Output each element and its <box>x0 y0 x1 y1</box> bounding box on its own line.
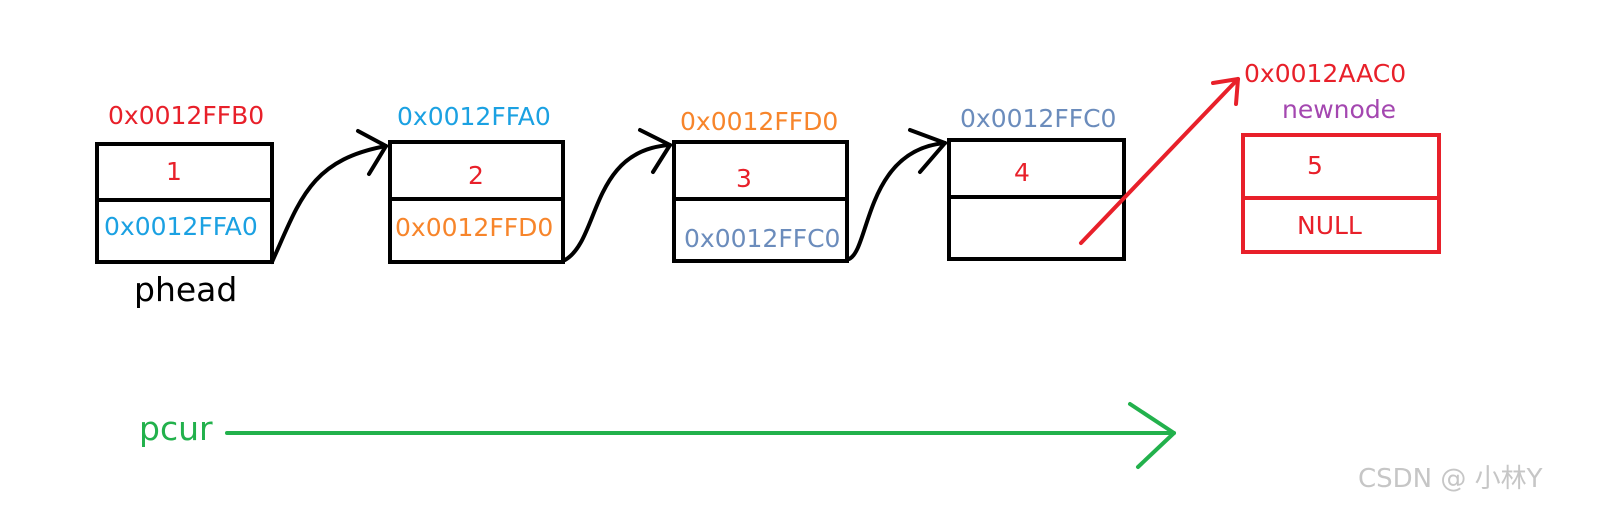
node-2-value: 2 <box>468 161 484 190</box>
node-4-value: 4 <box>1014 158 1030 187</box>
arrowhead-2-3 <box>638 128 672 174</box>
node-1-box <box>95 142 274 264</box>
pcur-arrow <box>225 402 1176 469</box>
pcur-label: pcur <box>139 409 213 448</box>
node-1-next: 0x0012FFA0 <box>104 212 258 241</box>
link-arrow-3-4 <box>847 141 947 261</box>
node-2-box <box>388 140 565 264</box>
node-2-address: 0x0012FFA0 <box>397 102 551 131</box>
link-arrow-2-3 <box>563 143 672 262</box>
newnode-value: 5 <box>1307 151 1323 180</box>
newnode-label: newnode <box>1282 95 1397 124</box>
node-1-address: 0x0012FFB0 <box>108 101 265 130</box>
newnode-next: NULL <box>1297 211 1362 240</box>
node-3-value: 3 <box>736 164 752 193</box>
link-arrow-1-2 <box>270 144 388 264</box>
node-3-next: 0x0012FFC0 <box>684 224 841 253</box>
newnode-box <box>1241 133 1441 254</box>
node-3-address: 0x0012FFD0 <box>680 107 839 136</box>
head-pointer-label: phead <box>134 270 238 309</box>
newnode-address: 0x0012AAC0 <box>1244 59 1407 88</box>
red-link-arrow <box>1079 77 1240 245</box>
node-2-next: 0x0012FFD0 <box>395 213 554 242</box>
watermark: CSDN @ 小林Y <box>1358 464 1543 494</box>
link-arrows <box>270 128 947 264</box>
node-3-box <box>672 140 849 263</box>
arrowhead-1-2 <box>356 129 388 176</box>
node-4-address: 0x0012FFC0 <box>960 104 1117 133</box>
node-4-box <box>947 138 1126 261</box>
arrowhead-3-4 <box>908 128 947 174</box>
node-1-value: 1 <box>166 157 182 186</box>
